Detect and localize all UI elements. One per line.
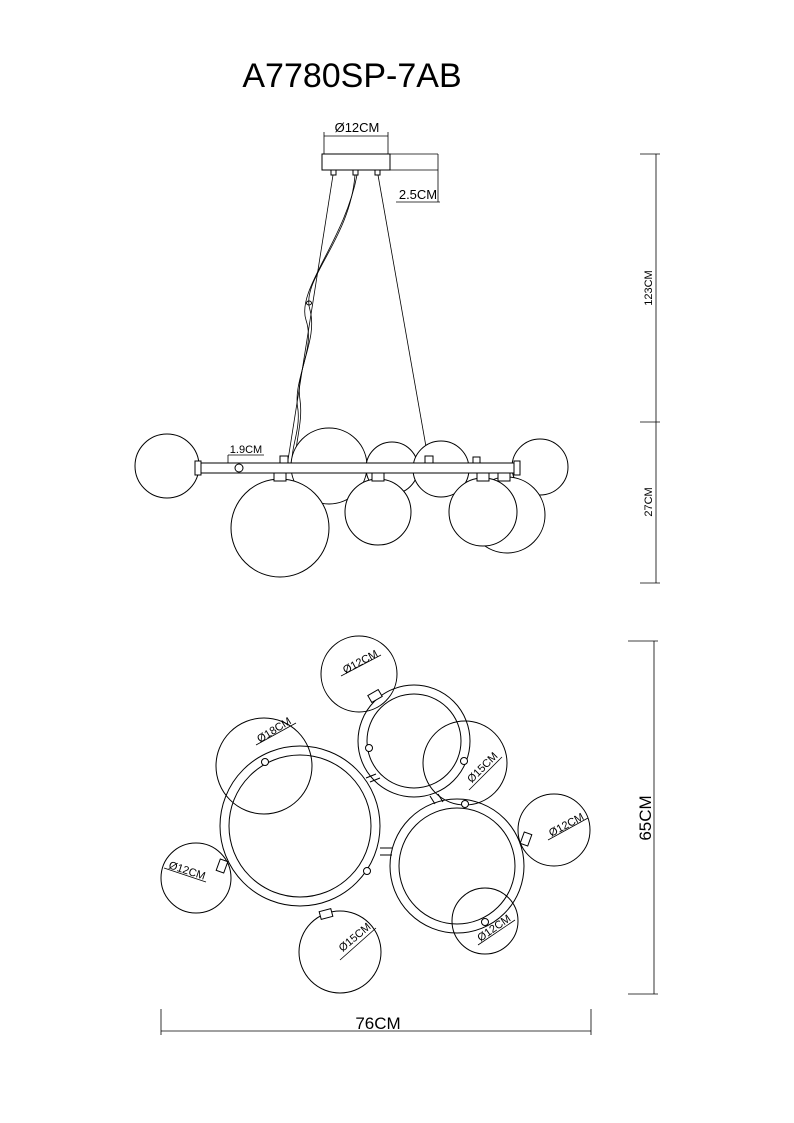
canopy-height-label: 2.5CM: [399, 187, 437, 202]
suspension-cables: [287, 174, 429, 461]
side-globe-center-bottom: [344, 478, 412, 546]
canopy-diameter-label: Ø12CM: [335, 120, 380, 135]
top-globe-bottom-medium: [298, 910, 382, 994]
top-globe-right-small: [517, 793, 591, 867]
side-view: Ø12CM 2.5CM: [134, 120, 660, 584]
horizontal-bar: [199, 462, 517, 474]
globe-sockets: [194, 455, 521, 482]
top-globe-left-small: [160, 842, 232, 914]
bar-diameter-label: 1.9CM: [230, 444, 262, 456]
body-height-label: 27CM: [643, 487, 655, 516]
model-title: A7780SP-7AB: [242, 57, 461, 95]
side-globe-far-left: [134, 433, 200, 499]
depth-dimension: 65CM: [628, 640, 658, 995]
frame-rings: [219, 684, 525, 934]
canopy-diameter-dimension: Ø12CM: [323, 120, 389, 154]
canopy-height-dimension: 2.5CM: [390, 153, 440, 203]
depth-label: 65CM: [636, 795, 655, 840]
side-globe-large: [230, 478, 330, 578]
top-globe-large: [215, 717, 313, 815]
canopy-hooks: [330, 169, 381, 176]
ring-knobs: [261, 744, 489, 926]
width-label: 76CM: [355, 1014, 400, 1033]
bar-diameter-dimension: 1.9CM: [227, 444, 264, 463]
top-view: Ø12CM Ø18CM Ø15CM Ø12CM Ø12CM Ø15CM Ø12C…: [160, 635, 658, 1035]
side-globe-right-front: [448, 477, 518, 547]
cable-length-label: 123CM: [643, 270, 655, 305]
top-sockets: [215, 688, 533, 921]
bar-joint: [234, 463, 244, 473]
side-height-dimension: 123CM 27CM: [640, 153, 660, 584]
width-dimension: 76CM: [160, 1009, 592, 1035]
ceiling-canopy: [321, 153, 391, 171]
top-globe-top-left-small: [320, 635, 398, 713]
